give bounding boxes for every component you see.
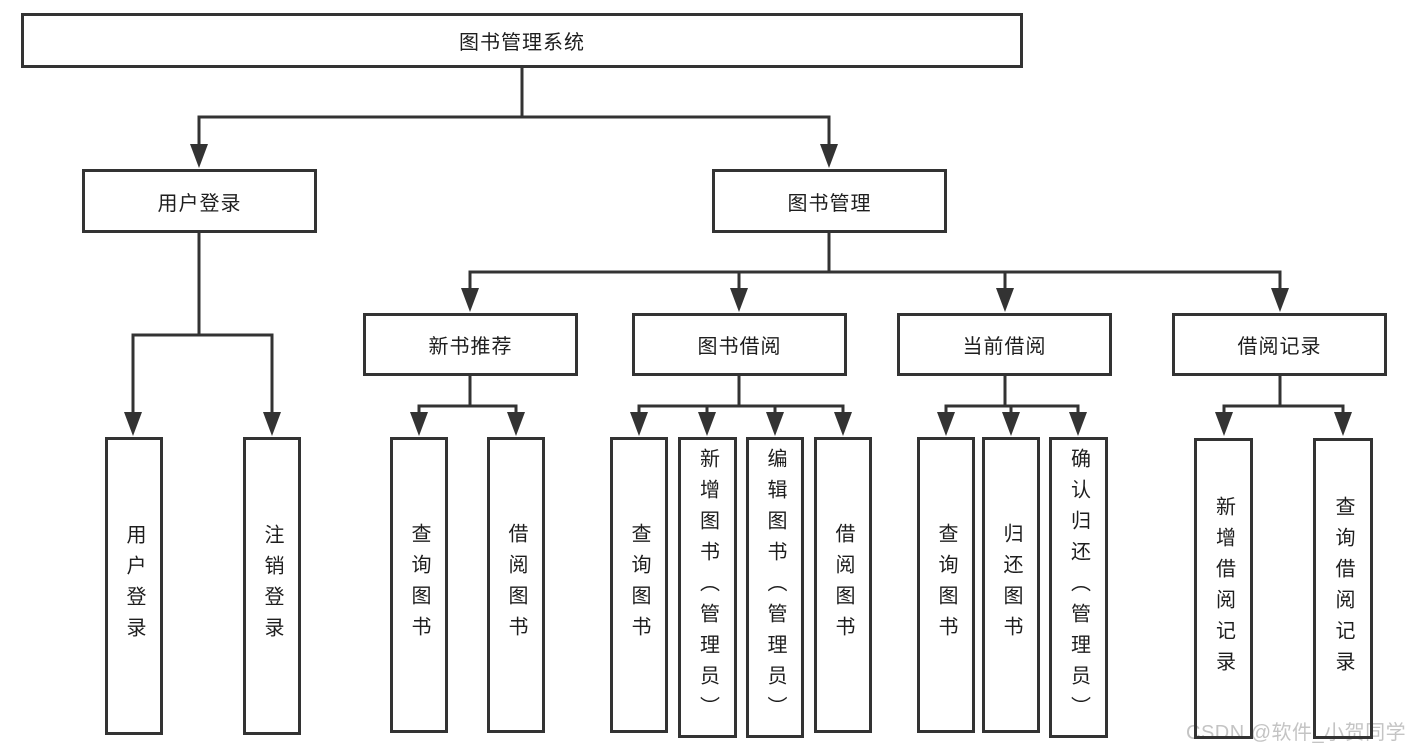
- leaf-add-borrow-record: 新增借阅记录: [1194, 438, 1253, 739]
- leaf-edit-book-admin: 编辑图书（管理员）: [746, 437, 804, 738]
- leaf-query-books-1: 查询图书: [390, 437, 448, 733]
- leaf-borrow-books-1: 借阅图书: [487, 437, 545, 733]
- leaf-logout: 注销登录: [243, 437, 301, 735]
- node-borrowing-records: 借阅记录: [1172, 313, 1387, 376]
- leaf-return-book: 归还图书: [982, 437, 1040, 733]
- node-book-borrowing: 图书借阅: [632, 313, 847, 376]
- watermark-text: CSDN @软件_小贺同学: [1186, 722, 1405, 744]
- node-new-book-recommend: 新书推荐: [363, 313, 578, 376]
- leaf-query-books-3: 查询图书: [917, 437, 975, 733]
- leaf-add-book-admin: 新增图书（管理员）: [678, 437, 737, 738]
- node-user-login: 用户登录: [82, 169, 317, 233]
- leaf-confirm-return-admin: 确认归还（管理员）: [1049, 437, 1108, 738]
- node-library-management-system: 图书管理系统: [21, 13, 1023, 68]
- node-book-management: 图书管理: [712, 169, 947, 233]
- leaf-query-borrow-record: 查询借阅记录: [1313, 438, 1373, 739]
- leaf-user-login: 用户登录: [105, 437, 163, 735]
- leaf-query-books-2: 查询图书: [610, 437, 668, 733]
- node-current-borrowing: 当前借阅: [897, 313, 1112, 376]
- leaf-borrow-books-2: 借阅图书: [814, 437, 872, 733]
